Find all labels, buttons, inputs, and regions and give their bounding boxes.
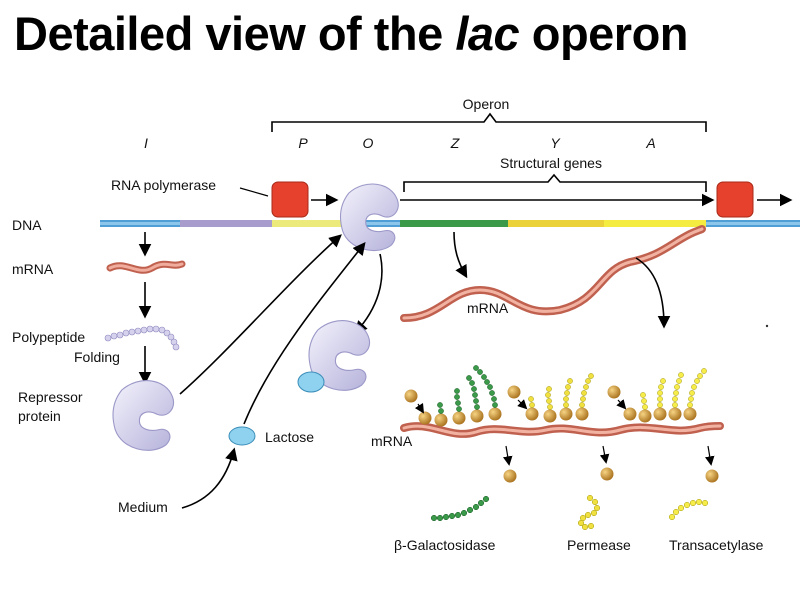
repressor-protein-free xyxy=(112,380,175,451)
gene-i-label: I xyxy=(144,135,148,151)
arrow-dna-to-mrna-upper xyxy=(453,231,468,279)
ribosomes-y xyxy=(507,385,589,423)
transacetylase-label: Transacetylase xyxy=(669,537,764,553)
gene-a-label: A xyxy=(645,135,655,151)
mrna-transcript-upper: mRNA xyxy=(400,225,706,322)
dna-label: DNA xyxy=(12,217,42,233)
permease-product-chain xyxy=(577,494,601,531)
dna-strand: DNA xyxy=(12,217,800,233)
title-italic: lac xyxy=(455,7,520,60)
repressor-label-line2: protein xyxy=(18,408,61,424)
nascent-permease-chains xyxy=(528,373,594,410)
release-arrow-y xyxy=(599,445,610,464)
page-title: Detailed view of the lac operon xyxy=(14,6,688,61)
release-arrow-z xyxy=(503,445,513,466)
lactose-molecule xyxy=(228,426,256,446)
lactose-bound-molecule xyxy=(297,371,325,393)
operon-label: Operon xyxy=(463,96,510,112)
rna-polymerase-block-end xyxy=(716,181,754,218)
galactosidase-label: β-Galactosidase xyxy=(394,537,496,553)
transacetylase-product-chain xyxy=(668,498,709,521)
ribosomes-a xyxy=(607,385,697,423)
arrow-repressor-release xyxy=(354,253,383,334)
mrna-transcript-lower: mRNA xyxy=(371,422,724,449)
gene-y-label: Y xyxy=(550,135,561,151)
gene-a-segment xyxy=(604,220,706,227)
structural-genes-bracket: Structural genes xyxy=(403,155,707,192)
rna-polymerase-block xyxy=(271,181,309,218)
promoter-segment xyxy=(272,220,342,227)
title-suffix: operon xyxy=(519,7,689,60)
lactose-label: Lactose xyxy=(265,429,314,445)
operon-bracket: Operon xyxy=(271,96,707,132)
rna-polymerase-group: RNA polymerase xyxy=(111,177,793,218)
arrow-repressor-to-operator xyxy=(179,234,342,395)
structural-genes-label: Structural genes xyxy=(500,155,602,171)
medium-label: Medium xyxy=(118,499,168,515)
mrna-left-label: mRNA xyxy=(12,261,54,277)
ribosome-join-arrow-a xyxy=(616,399,627,410)
gene-o-label: O xyxy=(363,135,374,151)
mrna-top-label: mRNA xyxy=(467,300,509,316)
gene-p-label: P xyxy=(298,135,308,151)
released-ribosome-a xyxy=(705,469,719,483)
nascent-galactosidase-chains xyxy=(437,365,498,414)
galactosidase-product-chain xyxy=(430,495,490,522)
gene-z-segment xyxy=(400,220,508,227)
nascent-transacetylase-chains xyxy=(640,368,707,410)
stray-dot xyxy=(765,324,769,328)
gene-i-segment xyxy=(180,220,272,227)
rna-polymerase-label: RNA polymerase xyxy=(111,177,216,193)
released-ribosome-y xyxy=(600,467,614,481)
mrna-bottom-label: mRNA xyxy=(371,433,413,449)
gene-z-label: Z xyxy=(450,135,460,151)
folding-label: Folding xyxy=(74,349,120,365)
mrna-left-strand xyxy=(108,262,184,272)
polypeptide-chain xyxy=(104,325,180,351)
repressor-label-line1: Repressor xyxy=(18,389,83,405)
ribosome-join-arrow-y xyxy=(517,399,528,410)
permease-label: Permease xyxy=(567,537,631,553)
repressor-on-operator xyxy=(339,183,399,252)
release-arrow-a xyxy=(705,445,715,466)
arrow-to-translation xyxy=(635,257,671,329)
rna-polymerase-pointer xyxy=(239,187,269,197)
gene-letters: I P O Z Y A xyxy=(144,135,656,151)
polypeptide-label: Polypeptide xyxy=(12,329,85,345)
title-prefix: Detailed view of the xyxy=(14,7,456,60)
gene-y-segment xyxy=(508,220,604,227)
ribosome-join-arrow-z xyxy=(414,402,425,414)
arrow-medium-to-lactose xyxy=(181,447,238,509)
arrow-lactose-to-repressor xyxy=(243,241,366,425)
repressor-pathway: mRNA Polypeptide Folding Repressor prote… xyxy=(12,232,186,451)
released-ribosome-z xyxy=(503,469,517,483)
ribosomes-z xyxy=(404,389,502,427)
